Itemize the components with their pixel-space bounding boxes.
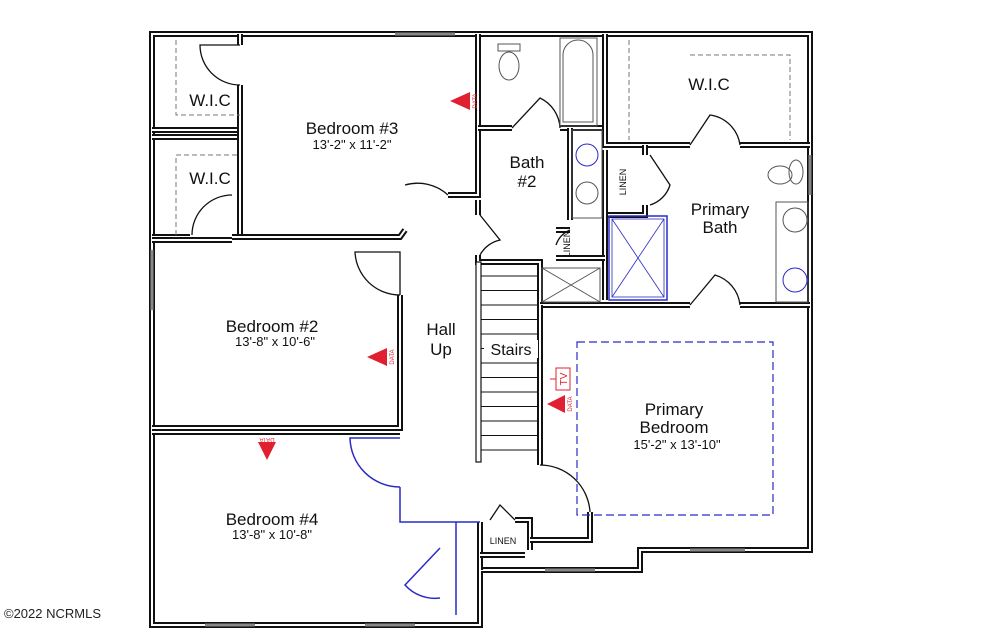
- linen-2-label: LINEN: [562, 231, 572, 258]
- data-label: DATA: [568, 396, 574, 411]
- primary-bath-label: Bath: [703, 218, 738, 237]
- wall: [151, 33, 811, 626]
- stairs-label: Stairs: [491, 342, 532, 359]
- primary-bath-label: Primary: [691, 200, 750, 219]
- wall: [232, 229, 406, 238]
- bedroom2-dims: 13'-8" x 10'-6": [235, 334, 315, 349]
- linen-1-label: LINEN: [618, 169, 628, 196]
- wall: [604, 34, 690, 146]
- sinks: [575, 143, 808, 293]
- data-label: DATA: [259, 436, 274, 442]
- bedroom2-name: Bedroom #2: [226, 317, 319, 336]
- wall: [605, 205, 646, 216]
- wall: [602, 34, 690, 148]
- bath2-label: #2: [518, 172, 537, 191]
- wall: [152, 295, 401, 429]
- bedroom4-name: Bedroom #4: [226, 510, 319, 529]
- linen-3-label: LINEN: [490, 536, 517, 546]
- bath2-label: Bath: [510, 153, 545, 172]
- primary-bedroom-label: Bedroom: [640, 418, 709, 437]
- tray-ceiling-outline: [576, 341, 774, 516]
- walls: [149, 31, 813, 628]
- data-label: DATA: [473, 93, 479, 108]
- shower: [608, 215, 668, 301]
- wall: [448, 34, 479, 196]
- bedroom3-name: Bedroom #3: [306, 119, 399, 138]
- wall: [475, 255, 543, 465]
- primary-bedroom-dims: 15'-2" x 13'-10": [633, 437, 721, 452]
- wall: [152, 295, 403, 431]
- primary-bedroom-label: Primary: [645, 400, 704, 419]
- hall-label: Hall: [426, 320, 455, 339]
- wall: [477, 255, 541, 465]
- stair-treads: [475, 261, 482, 463]
- blue-doors: [349, 437, 480, 615]
- hall-label: Up: [430, 340, 452, 359]
- wall: [530, 512, 593, 543]
- wic-2-label: W.I.C: [189, 169, 231, 188]
- data-jacks: [258, 92, 571, 460]
- doors: [191, 44, 741, 521]
- wic-1-label: W.I.C: [189, 91, 231, 110]
- fixtures: [497, 37, 809, 303]
- tv-label: TV: [559, 372, 570, 385]
- copyright-watermark: ©2022 NCRMLS: [4, 606, 101, 621]
- bedroom3-dims: 13'-2" x 11'-2": [313, 137, 392, 152]
- closet-shelves: [175, 40, 791, 235]
- wall: [530, 512, 591, 541]
- bedroom4-dims: 13'-8" x 10'-8": [232, 527, 312, 542]
- data-label: DATA: [390, 349, 396, 364]
- wall: [515, 517, 533, 550]
- wall: [448, 34, 481, 198]
- wall: [605, 205, 648, 218]
- wall: [232, 228, 408, 240]
- wic-primary-label: W.I.C: [688, 75, 730, 94]
